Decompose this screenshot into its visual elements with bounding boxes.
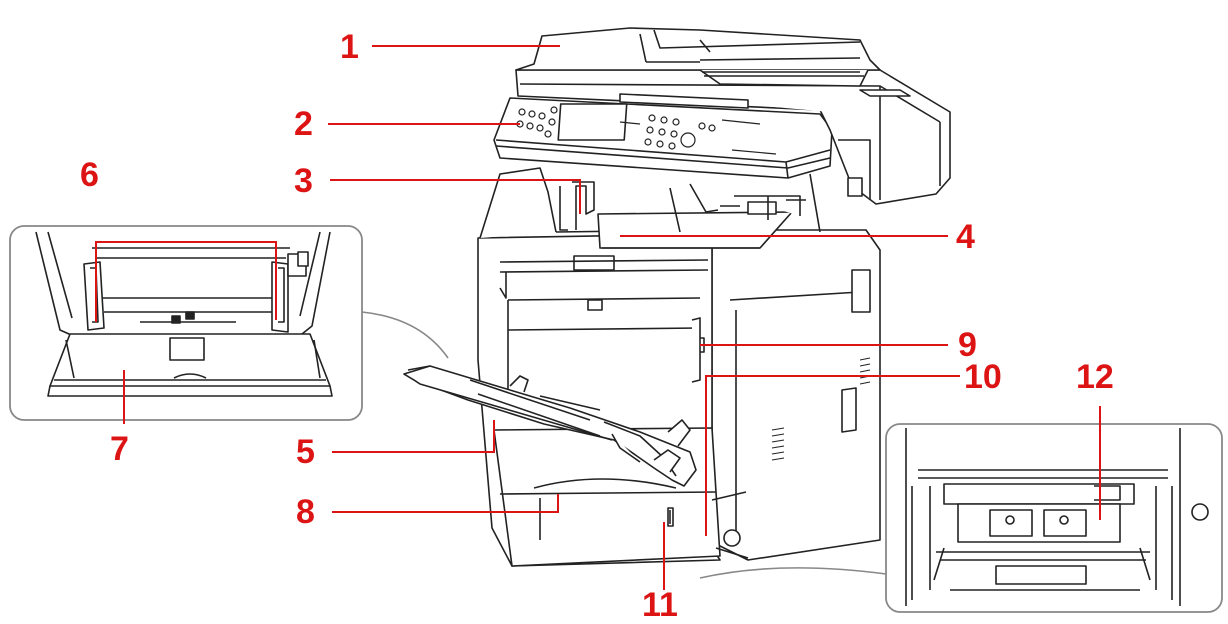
power-switch[interactable]: [724, 530, 740, 546]
callout-3: 3: [294, 162, 313, 200]
mp-tray-connector: [362, 312, 448, 358]
mp-tray-inset: [10, 226, 448, 420]
leader-5: [332, 420, 495, 453]
paper-cassette: [494, 428, 720, 566]
callout-6: 6: [80, 156, 99, 194]
cassette-connector: [700, 568, 886, 578]
leader-3: [330, 179, 581, 214]
callout-12: 12: [1076, 358, 1114, 396]
callout-leaders: [95, 45, 1101, 590]
callout-1: 1: [340, 28, 359, 66]
callout-11: 11: [642, 586, 678, 624]
leader-8: [332, 494, 559, 513]
callout-4: 4: [956, 218, 975, 256]
multipurpose-tray: [404, 366, 696, 486]
leader-10: [705, 375, 960, 536]
leader-6: [95, 241, 277, 322]
callout-5: 5: [296, 433, 315, 471]
callout-2: 2: [294, 105, 313, 143]
mp-tray-inset-frame: [10, 226, 362, 420]
callout-10: 10: [964, 358, 1002, 396]
callout-9: 9: [958, 326, 977, 364]
cassette-inset: [700, 424, 1222, 612]
callout-8: 8: [296, 493, 315, 531]
callout-7: 7: [110, 430, 129, 468]
printer: [404, 28, 950, 566]
